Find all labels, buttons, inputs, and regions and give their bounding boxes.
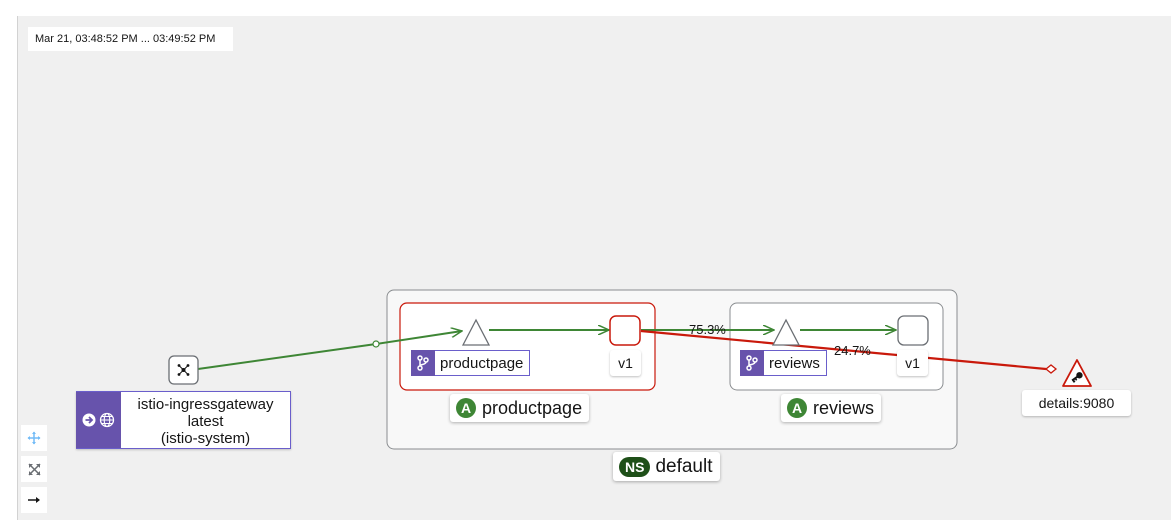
edge-midpoint-marker (372, 340, 380, 348)
arrow-right-icon (28, 497, 40, 503)
left-panel-edge (0, 0, 18, 520)
fit-to-screen-button[interactable] (21, 456, 47, 482)
external-service-node[interactable] (1062, 359, 1092, 387)
time-range-label: Mar 21, 03:48:52 PM ... 03:49:52 PM (28, 27, 233, 51)
service-label-reviews[interactable]: reviews (740, 350, 827, 376)
pan-button[interactable] (21, 425, 47, 451)
globe-icon (99, 412, 115, 428)
service-label-text: productpage (440, 354, 524, 372)
network-hub-icon (177, 364, 190, 376)
service-branch-icon (411, 350, 435, 376)
workload-label-reviews-v1: v1 (897, 350, 928, 376)
service-node-productpage[interactable] (461, 318, 491, 346)
gateway-version: latest (187, 413, 224, 430)
service-branch-icon (740, 350, 764, 376)
layout-button[interactable] (21, 487, 47, 513)
app-label-text: productpage (482, 397, 583, 418)
app-badge: A (456, 398, 476, 418)
gateway-label-box[interactable]: istio-ingressgateway latest (istio-syste… (76, 391, 291, 449)
namespace-label-text: default (655, 455, 713, 477)
edge-label-reviews-pct: 75.3% (689, 322, 726, 337)
app-label-reviews[interactable]: A reviews (781, 394, 882, 422)
service-node-reviews[interactable] (771, 318, 801, 346)
namespace-badge: NS (619, 456, 651, 477)
gateway-name: istio-ingressgateway (137, 396, 274, 413)
edge-label-details-pct: 24.7% (834, 343, 871, 358)
gateway-text: istio-ingressgateway latest (istio-syste… (121, 392, 290, 448)
move-icon (27, 431, 41, 445)
service-label-text: reviews (769, 354, 820, 372)
workload-node-productpage-v1[interactable] (609, 315, 641, 346)
left-divider (17, 16, 18, 520)
expand-icon (27, 462, 41, 476)
gateway-icons (76, 392, 121, 448)
arrow-circle-right-icon (82, 413, 96, 427)
service-label-productpage[interactable]: productpage (411, 350, 531, 376)
edge-error-marker (1044, 364, 1058, 374)
edge-productpage-details[interactable] (640, 329, 1047, 371)
workload-node-reviews-v1[interactable] (897, 315, 929, 346)
key-icon (1071, 372, 1083, 383)
workload-label-productpage-v1: v1 (610, 350, 641, 376)
namespace-label[interactable]: NS default (613, 452, 720, 481)
app-label-productpage[interactable]: A productpage (450, 394, 590, 422)
app-badge: A (787, 398, 807, 418)
gateway-namespace: (istio-system) (160, 430, 251, 447)
app-label-text: reviews (813, 397, 875, 418)
external-service-label[interactable]: details:9080 (1022, 390, 1131, 416)
